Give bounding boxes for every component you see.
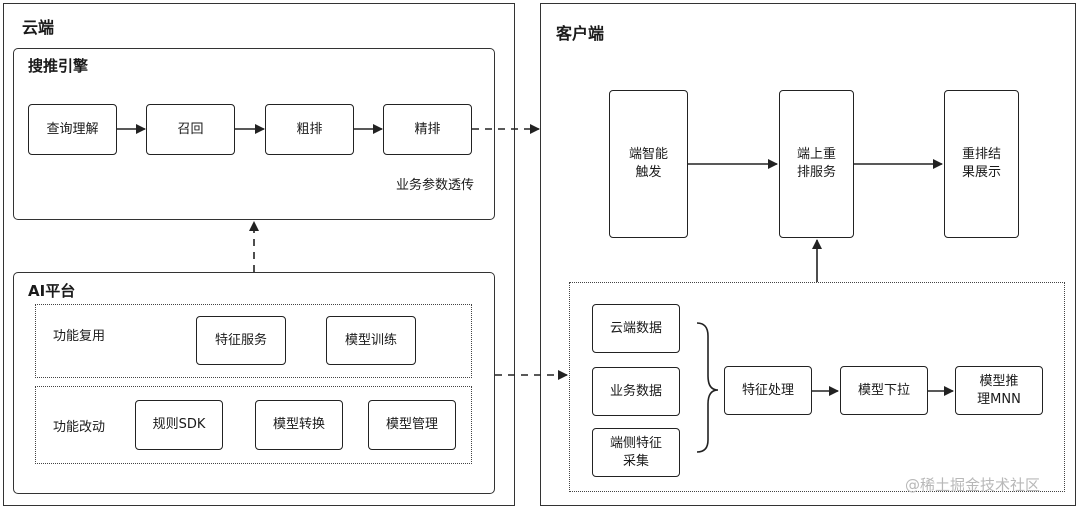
on-device-trigger-node: 端智能 触发 [609, 90, 688, 238]
model-pull-node: 模型下拉 [840, 366, 928, 415]
modify-group-box [35, 386, 472, 464]
data-sources-brace [696, 322, 719, 453]
on-device-rerank-node: 端上重 排服务 [779, 90, 854, 238]
model-management-node: 模型管理 [368, 400, 456, 450]
business-data-node: 业务数据 [592, 367, 680, 416]
cloud-data-node: 云端数据 [592, 304, 680, 353]
fine-rank-node: 精排 [383, 104, 472, 155]
query-understanding-node: 查询理解 [28, 104, 117, 155]
feature-processing-node: 特征处理 [724, 366, 812, 415]
cloud-title: 云端 [22, 18, 55, 37]
client-panel [540, 3, 1076, 506]
model-inference-mnn-node: 模型推 理MNN [955, 366, 1043, 415]
reuse-group-label: 功能复用 [53, 329, 106, 344]
reuse-group-box [35, 304, 472, 378]
client-title: 客户端 [556, 24, 605, 43]
model-conversion-node: 模型转换 [255, 400, 343, 450]
feature-service-node: 特征服务 [196, 316, 286, 365]
ai-platform-title: AI平台 [28, 282, 76, 300]
rerank-result-display-node: 重排结 果展示 [944, 90, 1019, 238]
coarse-rank-node: 粗排 [265, 104, 354, 155]
watermark: @稀土掘金技术社区 [905, 476, 1041, 494]
model-training-node: 模型训练 [326, 316, 416, 365]
modify-group-label: 功能改动 [53, 420, 106, 435]
ai-platform-box [13, 272, 495, 494]
client-data-group-box [569, 282, 1065, 492]
search-engine-title: 搜推引擎 [28, 57, 89, 75]
rule-sdk-node: 规则SDK [135, 400, 223, 450]
on-device-feature-collect-node: 端侧特征 采集 [592, 428, 680, 477]
recall-node: 召回 [146, 104, 235, 155]
param-pass-through-note: 业务参数透传 [396, 178, 475, 193]
